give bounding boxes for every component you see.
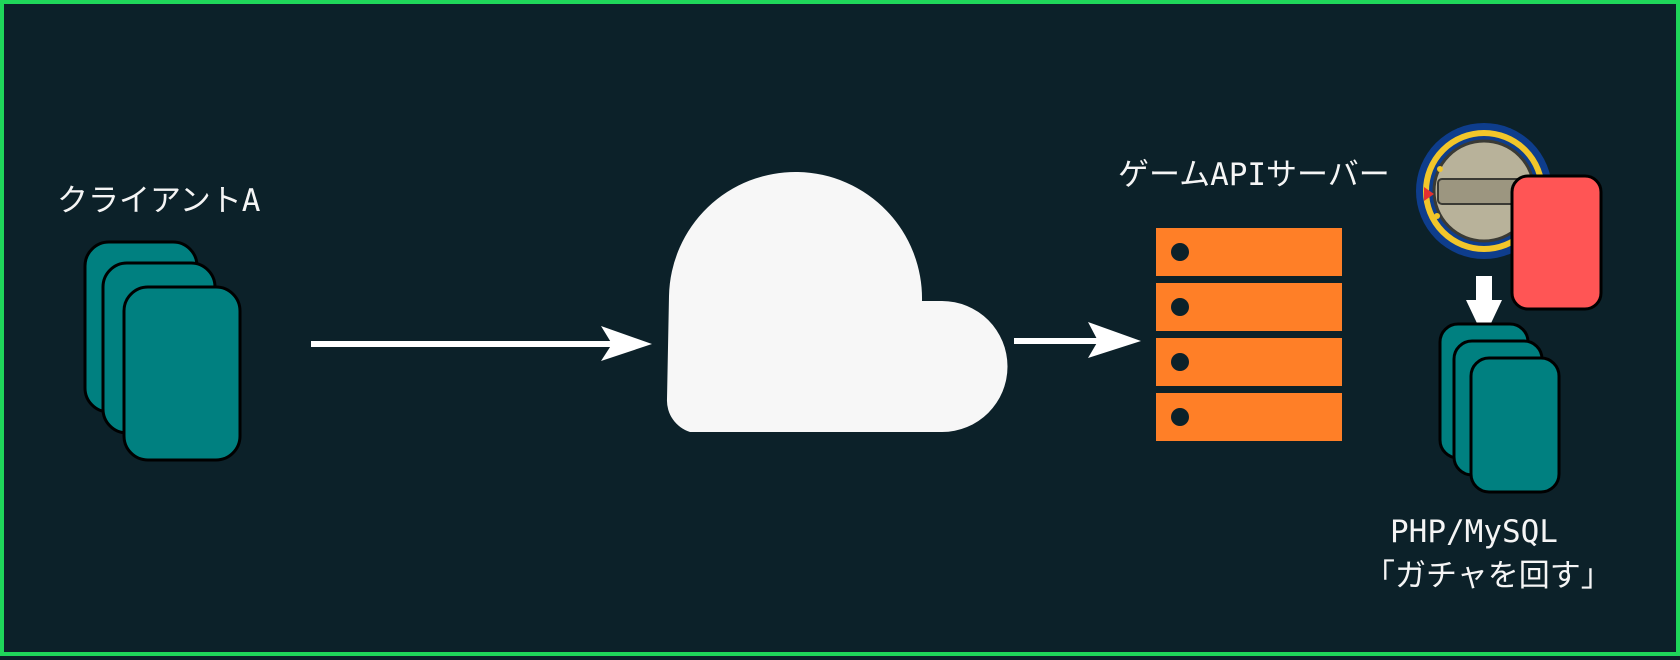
arrow-cloud-to-server <box>1014 322 1141 358</box>
server-rack-icon <box>1156 228 1342 441</box>
server-label: ゲームAPIサーバー <box>1118 157 1390 193</box>
database-label-line2: 「ガチャを回す」 <box>1364 558 1612 594</box>
client-label: クライアントA <box>57 183 261 219</box>
database-label: PHP/MySQL 「ガチャを回す」 <box>1364 510 1612 598</box>
arrow-down-to-database <box>1466 276 1502 338</box>
arrow-client-to-cloud <box>311 326 652 361</box>
architecture-diagram <box>83 123 1603 494</box>
client-devices-icon <box>83 240 242 462</box>
database-stack-icon <box>1438 322 1561 494</box>
database-label-line1: PHP/MySQL <box>1390 514 1558 550</box>
gacha-card-icon <box>1510 174 1603 311</box>
cloud-icon <box>666 171 1008 432</box>
